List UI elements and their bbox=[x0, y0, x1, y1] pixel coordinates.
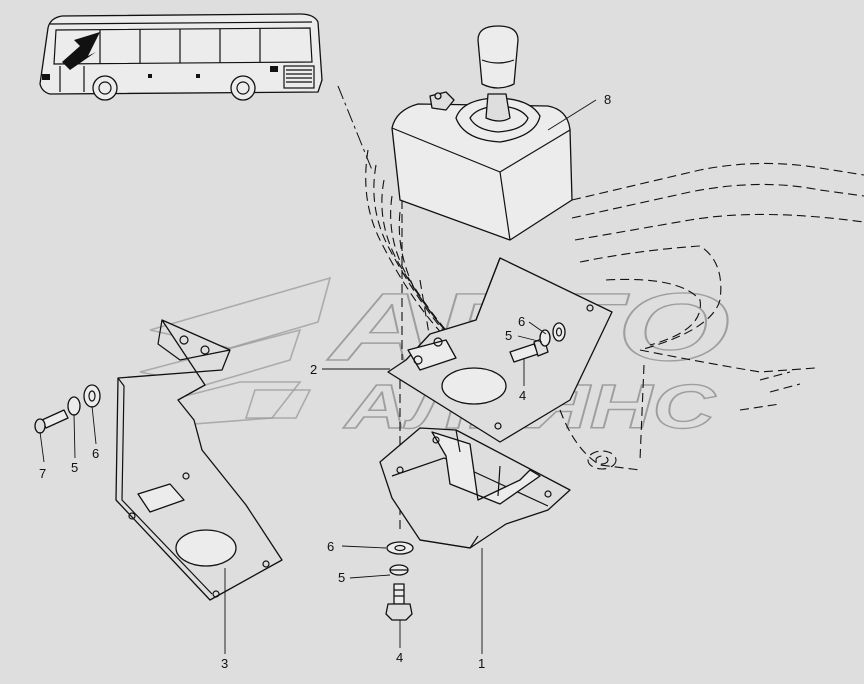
reference-line bbox=[337, 85, 373, 171]
callout-2: 2 bbox=[310, 362, 317, 377]
callout-4-lower: 4 bbox=[396, 650, 403, 665]
callout-8: 8 bbox=[604, 92, 611, 107]
callout-6-upper: 6 bbox=[518, 314, 525, 329]
gear-shift-housing bbox=[391, 25, 573, 241]
callout-3: 3 bbox=[221, 656, 228, 671]
console-outline bbox=[365, 149, 864, 471]
callout-5-upper: 5 bbox=[505, 328, 512, 343]
cover bbox=[379, 427, 571, 549]
bracket bbox=[115, 319, 283, 601]
callout-7: 7 bbox=[39, 466, 46, 481]
callout-5-left: 5 bbox=[71, 460, 78, 475]
washer-left bbox=[67, 384, 101, 416]
bus-thumbnail bbox=[39, 13, 323, 101]
callout-1: 1 bbox=[478, 656, 485, 671]
screw-left bbox=[34, 409, 69, 434]
bolt-lower bbox=[385, 583, 413, 621]
mounting-plate bbox=[387, 257, 613, 443]
callout-6-left: 6 bbox=[92, 446, 99, 461]
callout-4-upper: 4 bbox=[519, 388, 526, 403]
leader-lines bbox=[39, 99, 597, 654]
callout-6-lower: 6 bbox=[327, 539, 334, 554]
washer-lower bbox=[386, 541, 414, 576]
washer-upper bbox=[539, 322, 566, 347]
callout-5-lower: 5 bbox=[338, 570, 345, 585]
